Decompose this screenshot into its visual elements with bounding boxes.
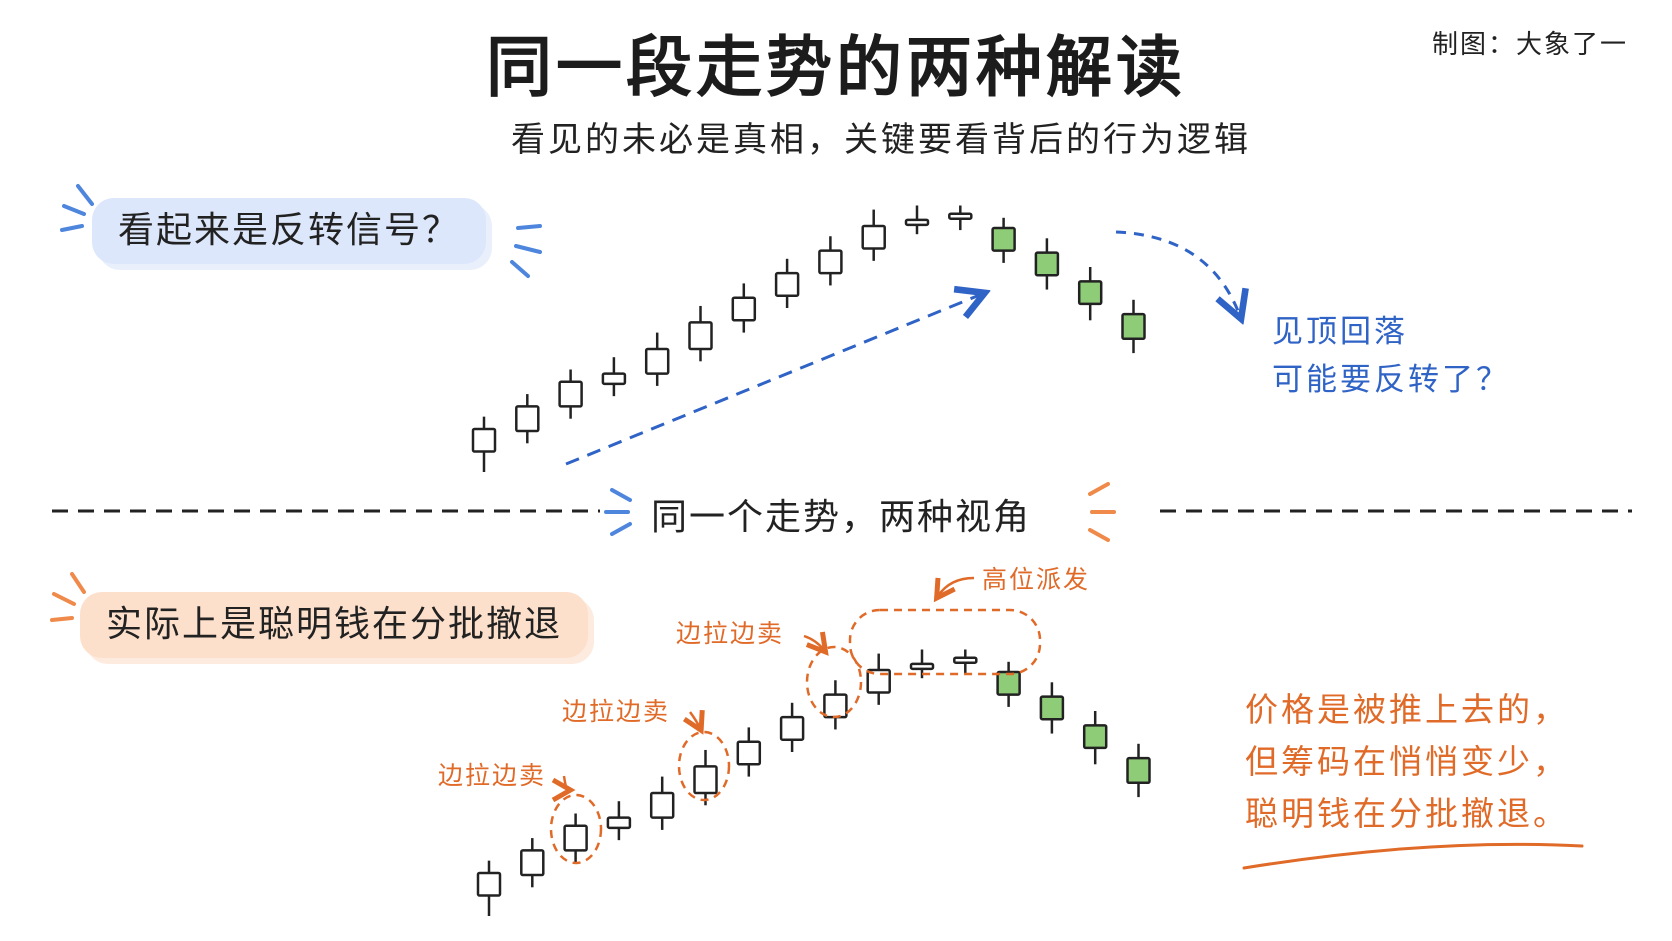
- top-candle-5: [644, 332, 670, 386]
- divider-sparks: [604, 482, 1116, 542]
- bottom-candle-4: [606, 801, 632, 841]
- bottom-candle-14: [1039, 682, 1065, 734]
- bottom-candle-body: [909, 662, 935, 671]
- divider-label: 同一个走势，两种视角: [650, 497, 1031, 538]
- top-candle-body: [1077, 280, 1103, 306]
- top-candle-body: [861, 224, 886, 250]
- highlight-circle-3: [805, 645, 863, 719]
- top-candle-16: [1121, 299, 1146, 354]
- top-question-badge: 看起来是反转信号？: [92, 198, 487, 264]
- top-candle-2: [515, 394, 540, 444]
- bottom-candle-1: [476, 860, 502, 916]
- top-candle-6: [688, 305, 713, 362]
- top-candle-body: [601, 372, 627, 386]
- bottom-candle-body: [1126, 756, 1151, 785]
- top-candle-body: [1121, 312, 1146, 340]
- bottom-candle-5: [649, 776, 675, 830]
- distribution-highlights: [549, 608, 1042, 865]
- bottom-candle-body: [736, 740, 762, 766]
- highlight-circle-2: [677, 730, 731, 802]
- top-note-line-2: 可能要反转了？: [1272, 362, 1510, 398]
- bottom-candle-body: [693, 765, 718, 795]
- bottom-candle-body: [1082, 724, 1108, 750]
- bottom-candle-13: [996, 661, 1021, 707]
- top-candle-11: [904, 205, 930, 235]
- top-candle-body: [688, 321, 713, 351]
- bottom-candle-7: [736, 727, 762, 777]
- bottom-candle-12: [953, 649, 978, 675]
- bottom-candle-body: [779, 715, 805, 741]
- top-candle-body: [471, 427, 497, 453]
- top-candle-1: [471, 416, 497, 472]
- bottom-candle-11: [909, 649, 935, 679]
- page-subtitle: 看见的未必是真相，关键要看背后的行为逻辑: [511, 120, 1251, 160]
- annotation-sell-2: 边拉边卖: [562, 697, 671, 726]
- top-candle-body: [515, 405, 540, 433]
- annotation-distribution: 高位派发: [982, 565, 1091, 594]
- top-candle-body: [904, 218, 930, 227]
- bottom-candle-body: [606, 816, 632, 830]
- bottom-candle-16: [1126, 743, 1151, 798]
- top-candle-body: [558, 380, 583, 408]
- bottom-note-line-3: 聪明钱在分批撤退。: [1245, 794, 1569, 833]
- bottom-candle-body: [953, 656, 978, 664]
- top-candle-8: [774, 258, 800, 308]
- top-candle-body: [1034, 251, 1060, 277]
- top-note: 见顶回落 可能要反转了？: [1272, 308, 1510, 404]
- top-candle-body: [948, 212, 973, 220]
- top-candle-body: [818, 249, 843, 275]
- bottom-note-line-1: 价格是被推上去的，: [1245, 690, 1569, 729]
- page-title: 同一段走势的两种解读: [486, 29, 1186, 106]
- bottom-candle-body: [823, 693, 848, 719]
- bottom-candle-body: [996, 670, 1021, 696]
- bottom-candle-3: [563, 813, 588, 863]
- rise-trend-arrow: [565, 294, 982, 466]
- bottom-candle-body: [563, 824, 588, 852]
- bottom-note-line-2: 但筹码在悄悄变少，: [1245, 742, 1569, 781]
- bottom-candle-2: [520, 838, 545, 888]
- bottom-candle-body: [520, 849, 545, 877]
- top-candle-12: [948, 205, 973, 231]
- bottom-badge-sparks: [50, 572, 86, 622]
- bottom-answer-badge: 实际上是聪明钱在分批撤退: [80, 592, 589, 658]
- bottom-candle-body: [476, 871, 502, 897]
- top-candle-body: [991, 226, 1016, 252]
- bottom-candle-6: [693, 749, 718, 806]
- bottom-candle-15: [1082, 711, 1108, 765]
- bottom-candle-10: [866, 653, 891, 705]
- annotation-arrows: [564, 576, 975, 790]
- bottom-candle-body: [649, 791, 675, 819]
- bottom-candle-8: [779, 702, 805, 752]
- top-candle-10: [861, 209, 886, 261]
- top-candle-13: [991, 217, 1016, 263]
- bottom-note: 价格是被推上去的， 但筹码在悄悄变少， 聪明钱在分批撤退。: [1245, 684, 1569, 840]
- top-candle-15: [1077, 267, 1103, 321]
- top-candle-4: [601, 357, 627, 397]
- top-candle-3: [558, 369, 583, 419]
- bottom-candle-body: [866, 668, 891, 694]
- annotation-sell-1: 边拉边卖: [438, 761, 547, 790]
- bottom-candle-body: [1039, 695, 1065, 721]
- bottom-candlestick-chart: [476, 649, 1151, 916]
- credit-label: 制图：大象了一: [1431, 30, 1628, 60]
- top-note-line-1: 见顶回落: [1272, 314, 1408, 350]
- top-candle-7: [731, 283, 757, 333]
- top-badge-sparks: [60, 184, 542, 278]
- top-candle-14: [1034, 238, 1060, 290]
- highlight-circle-1: [549, 793, 603, 865]
- fall-trend-arrow: [1115, 230, 1240, 316]
- note-underline: [1242, 842, 1584, 870]
- top-candle-body: [774, 271, 800, 297]
- top-candle-body: [731, 296, 757, 322]
- highlight-top-zone: [848, 608, 1042, 676]
- bottom-candle-9: [823, 680, 848, 730]
- annotation-sell-3: 边拉边卖: [676, 619, 785, 648]
- top-candlestick-chart: [471, 205, 1146, 472]
- top-candle-9: [818, 236, 843, 286]
- top-candle-body: [644, 347, 670, 375]
